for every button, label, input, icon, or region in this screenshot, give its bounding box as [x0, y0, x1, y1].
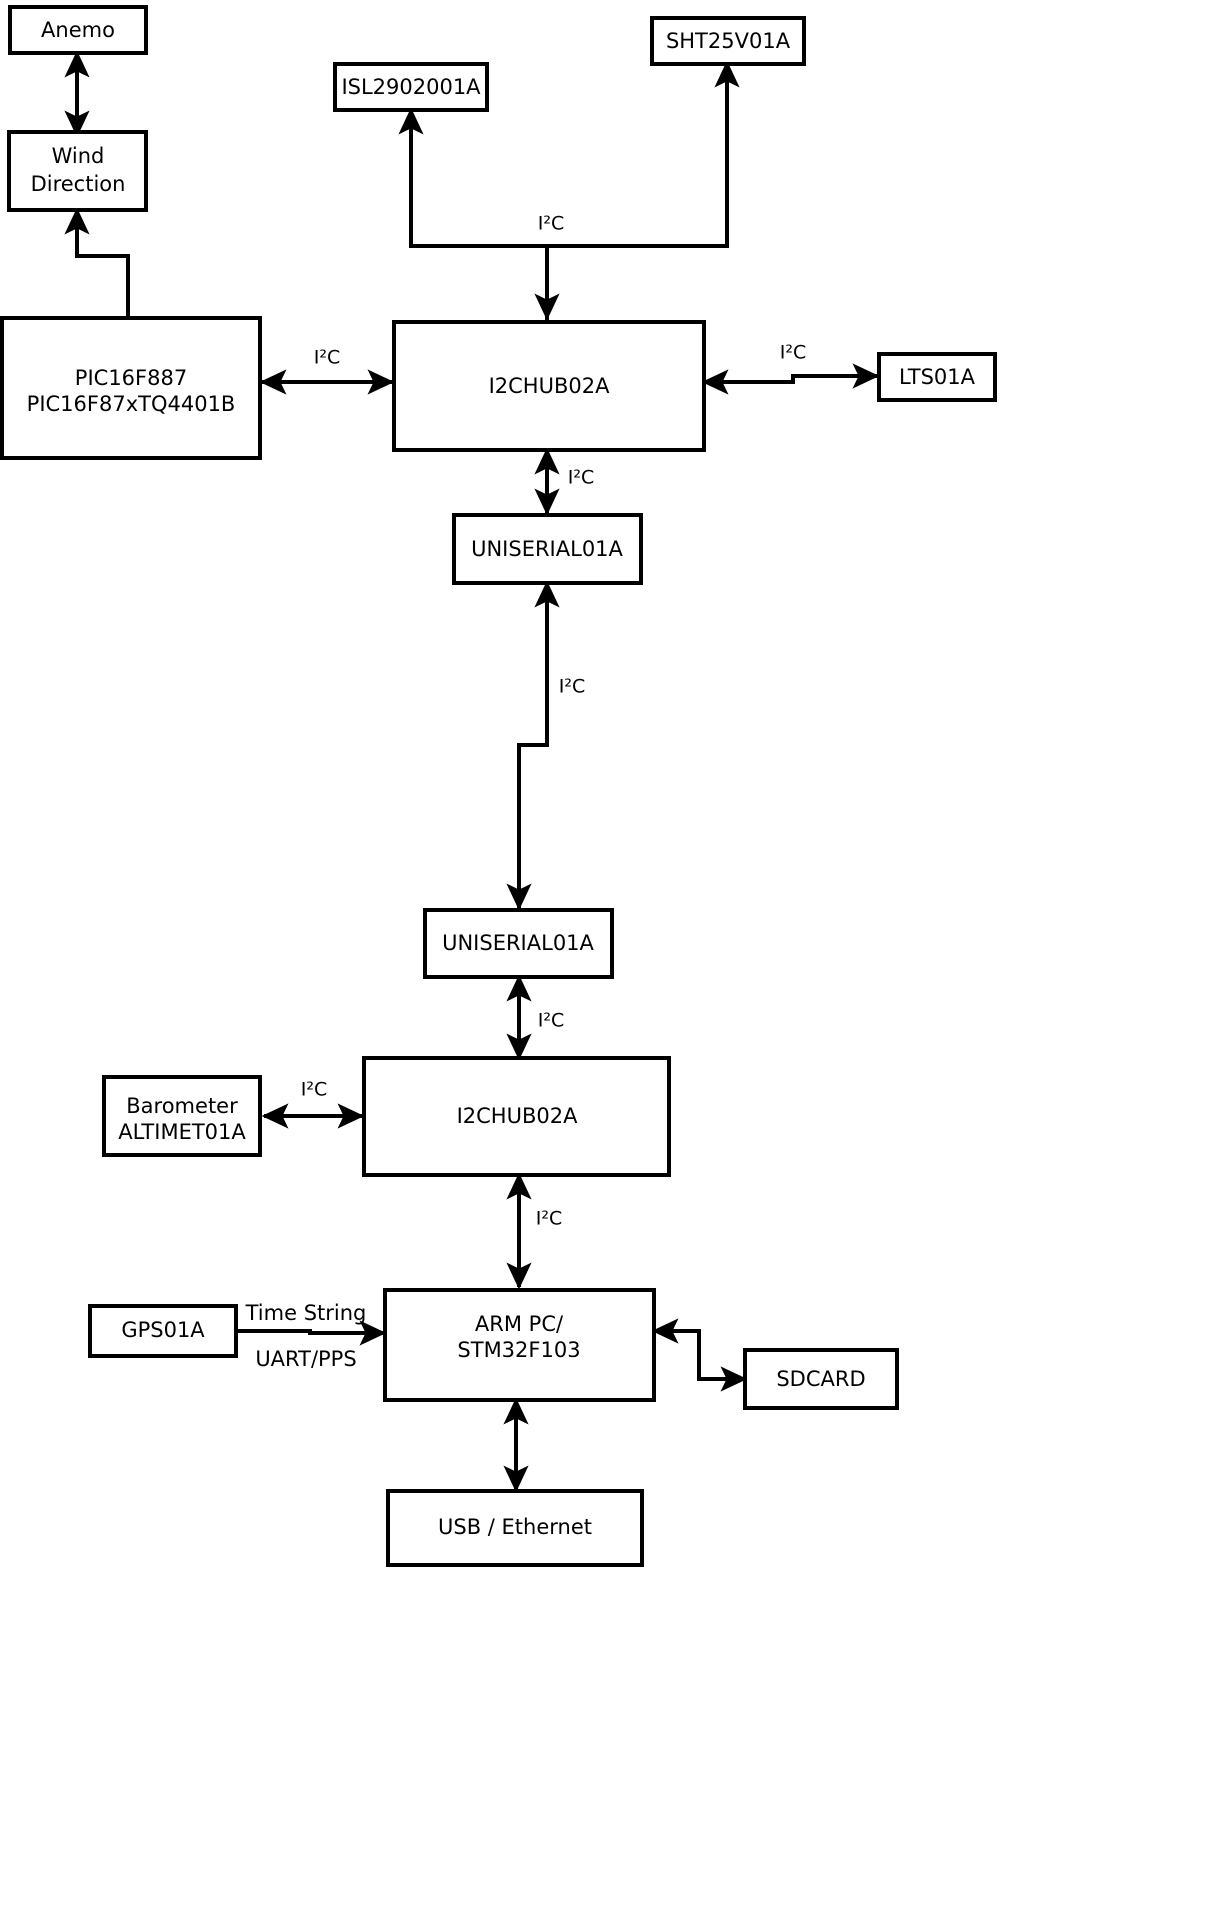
- edge-gps-armpc: [236, 1320, 387, 1346]
- node-lts01a-label: LTS01A: [899, 365, 976, 389]
- node-isl2902001a-box[interactable]: [333, 62, 489, 112]
- node-uniserial01a-bottom-box[interactable]: [423, 908, 614, 979]
- node-isl2902001a[interactable]: ISL2902001A: [333, 62, 489, 112]
- node-anemo-box[interactable]: [8, 5, 148, 55]
- node-wind-direction-label-line2: Direction: [31, 172, 126, 196]
- edge-pic-wind: [64, 207, 130, 318]
- node-isl2902001a-label: ISL2902001A: [341, 75, 481, 99]
- node-sdcard-label: SDCARD: [776, 1367, 865, 1391]
- node-gps01a[interactable]: GPS01A: [88, 1304, 238, 1358]
- edge-hub-top-isl: [398, 107, 549, 322]
- node-anemo-label: Anemo: [41, 18, 115, 42]
- edge-hub-top-sht: [545, 60, 740, 322]
- edge-label-uniserial-hub-i2c: I²C: [538, 1010, 565, 1032]
- node-uniserial01a-top[interactable]: UNISERIAL01A: [452, 513, 643, 585]
- edge-label-barometer-hub-i2c: I²C: [301, 1079, 328, 1101]
- node-uniserial01a-bottom-label: UNISERIAL01A: [442, 931, 594, 955]
- node-arm-pc-stm32f103-label-line1: ARM PC/: [475, 1312, 564, 1336]
- node-barometer-altimet01a[interactable]: Barometer ALTIMET01A: [102, 1075, 262, 1157]
- node-usb-ethernet-label: USB / Ethernet: [438, 1515, 592, 1539]
- node-pic16f887-label-line1: PIC16F887: [75, 366, 187, 390]
- edge-label-hub-top-sensors-i2c: I²C: [538, 213, 565, 235]
- node-wind-direction-box[interactable]: [7, 130, 148, 212]
- node-i2chub02a-bottom-label: I2CHUB02A: [457, 1104, 579, 1128]
- edge-label-hub-uniserial-i2c: I²C: [568, 467, 595, 489]
- node-pic16f887-label-line2: PIC16F87xTQ4401B: [27, 392, 236, 416]
- edge-armpc-sdcard: [651, 1318, 748, 1392]
- node-uniserial01a-top-label: UNISERIAL01A: [471, 537, 623, 561]
- node-barometer-altimet01a-box[interactable]: [102, 1075, 262, 1157]
- edge-hub-top-lts: [701, 363, 880, 395]
- edge-label-hub-armpc-i2c: I²C: [536, 1208, 563, 1230]
- node-barometer-altimet01a-label-line1: Barometer: [126, 1094, 238, 1118]
- node-anemo[interactable]: Anemo: [8, 5, 148, 55]
- node-sht25v01a-label: SHT25V01A: [666, 29, 791, 53]
- node-uniserial01a-bottom[interactable]: UNISERIAL01A: [423, 908, 614, 979]
- node-wind-direction[interactable]: Wind Direction: [7, 130, 148, 212]
- node-i2chub02a-top[interactable]: I2CHUB02A: [392, 320, 706, 452]
- node-arm-pc-stm32f103-label-line2: STM32F103: [457, 1338, 580, 1362]
- node-usb-ethernet[interactable]: USB / Ethernet: [386, 1489, 644, 1567]
- node-arm-pc-stm32f103[interactable]: ARM PC/ STM32F103: [383, 1288, 656, 1402]
- node-usb-ethernet-box[interactable]: [386, 1489, 644, 1567]
- node-gps01a-box[interactable]: [88, 1304, 238, 1358]
- node-sdcard-box[interactable]: [743, 1348, 899, 1410]
- node-sdcard[interactable]: SDCARD: [743, 1348, 899, 1410]
- node-i2chub02a-top-box[interactable]: [392, 320, 706, 452]
- node-sht25v01a[interactable]: SHT25V01A: [650, 16, 806, 66]
- node-gps01a-label: GPS01A: [121, 1318, 205, 1342]
- node-arm-pc-stm32f103-box[interactable]: [383, 1288, 656, 1402]
- node-i2chub02a-bottom[interactable]: I2CHUB02A: [362, 1056, 671, 1177]
- edge-uniserial-link: [506, 580, 560, 911]
- node-i2chub02a-top-label: I2CHUB02A: [489, 374, 611, 398]
- node-barometer-altimet01a-label-line2: ALTIMET01A: [118, 1120, 246, 1144]
- edge-label-uniserial-link-i2c: I²C: [559, 676, 586, 698]
- node-pic16f887[interactable]: PIC16F887 PIC16F87xTQ4401B: [0, 316, 262, 460]
- node-lts01a-box[interactable]: [877, 352, 997, 402]
- edge-label-uart-pps: UART/PPS: [255, 1347, 356, 1371]
- edge-label-hub-lts-i2c: I²C: [780, 342, 807, 364]
- node-wind-direction-label-line1: Wind: [52, 144, 105, 168]
- edge-label-pic-hub-i2c: I²C: [314, 347, 341, 369]
- node-i2chub02a-bottom-box[interactable]: [362, 1056, 671, 1177]
- node-lts01a[interactable]: LTS01A: [877, 352, 997, 402]
- node-uniserial01a-top-box[interactable]: [452, 513, 643, 585]
- node-sht25v01a-box[interactable]: [650, 16, 806, 66]
- node-pic16f887-box[interactable]: [0, 316, 262, 460]
- edge-label-time-string: Time String: [245, 1301, 367, 1325]
